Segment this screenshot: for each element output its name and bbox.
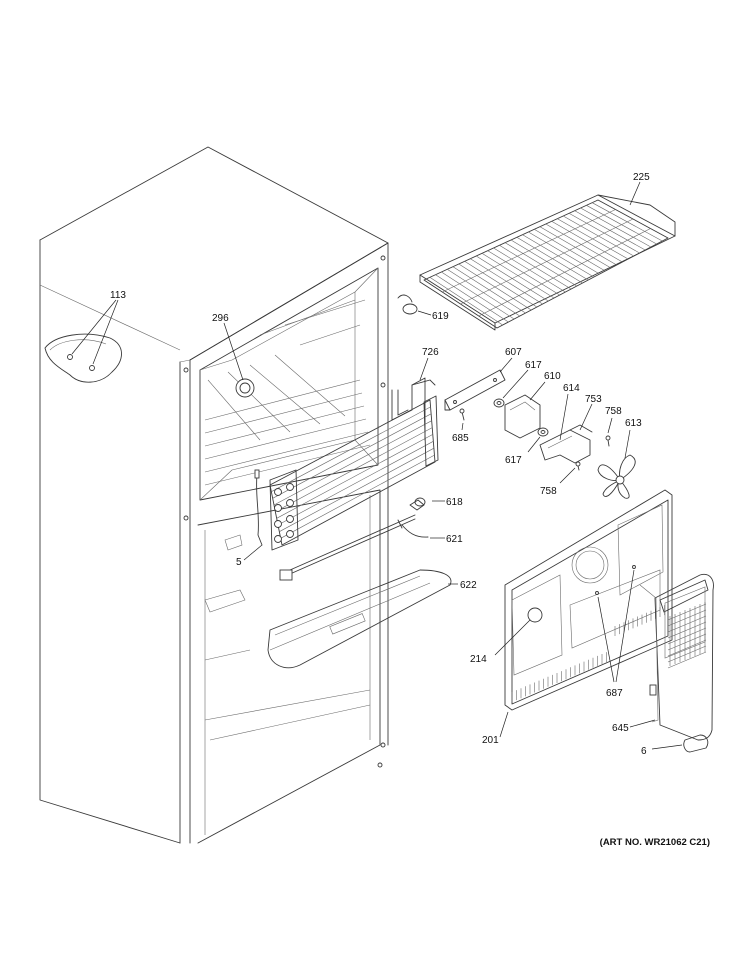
callout-726: 726 bbox=[422, 347, 439, 358]
part-726-tubing bbox=[391, 357, 436, 441]
part-645-air-duct bbox=[629, 573, 714, 741]
part-225-wire-shelf bbox=[419, 181, 676, 331]
callout-5: 5 bbox=[236, 557, 242, 568]
callout-645: 645 bbox=[612, 723, 629, 734]
callout-622: 622 bbox=[460, 580, 477, 591]
callout-753: 753 bbox=[585, 394, 602, 405]
callout-758-lower: 758 bbox=[540, 486, 557, 497]
callout-113: 113 bbox=[110, 290, 126, 301]
callout-619: 619 bbox=[432, 311, 449, 322]
part-619-connector bbox=[397, 294, 432, 316]
part-5-wire bbox=[243, 469, 263, 561]
callout-6: 6 bbox=[641, 746, 647, 757]
callout-618: 618 bbox=[446, 497, 463, 508]
callout-201: 201 bbox=[482, 735, 499, 746]
art-number: (ART NO. WR21062 C21) bbox=[600, 837, 710, 848]
part-618-621-defrost-heater bbox=[279, 497, 445, 581]
part-614-753-motor-bracket bbox=[539, 393, 593, 464]
part-622-drain-trough bbox=[267, 569, 458, 669]
callout-613: 613 bbox=[625, 418, 642, 429]
callout-225: 225 bbox=[633, 172, 650, 183]
callout-214: 214 bbox=[470, 654, 487, 665]
part-6-knob bbox=[651, 734, 709, 753]
callout-614: 614 bbox=[563, 383, 580, 394]
part-617-grommet-upper bbox=[493, 369, 529, 408]
part-758-screws bbox=[559, 417, 613, 484]
part-113-hinge-cover bbox=[44, 299, 122, 383]
part-607-bracket bbox=[444, 357, 513, 411]
part-296-light-socket bbox=[223, 322, 255, 398]
callout-610: 610 bbox=[544, 371, 561, 382]
callout-617-upper: 617 bbox=[525, 360, 542, 371]
callout-758-upper: 758 bbox=[605, 406, 622, 417]
callout-labels: 113 296 225 619 726 607 617 610 614 753 … bbox=[110, 172, 650, 757]
part-617-grommet-lower bbox=[527, 427, 549, 453]
evaporator-coil bbox=[269, 395, 439, 551]
callout-621: 621 bbox=[446, 534, 463, 545]
callout-296: 296 bbox=[212, 313, 229, 324]
refrigerator-cabinet bbox=[39, 146, 389, 844]
callout-685: 685 bbox=[452, 433, 469, 444]
part-201-evaporator-cover bbox=[494, 489, 673, 738]
part-613-fan-blade bbox=[597, 429, 636, 499]
callout-607: 607 bbox=[505, 347, 522, 358]
part-685-screw bbox=[459, 408, 465, 431]
part-610-fan-motor bbox=[504, 381, 546, 439]
callout-687: 687 bbox=[606, 688, 623, 699]
callout-617-lower: 617 bbox=[505, 455, 522, 466]
